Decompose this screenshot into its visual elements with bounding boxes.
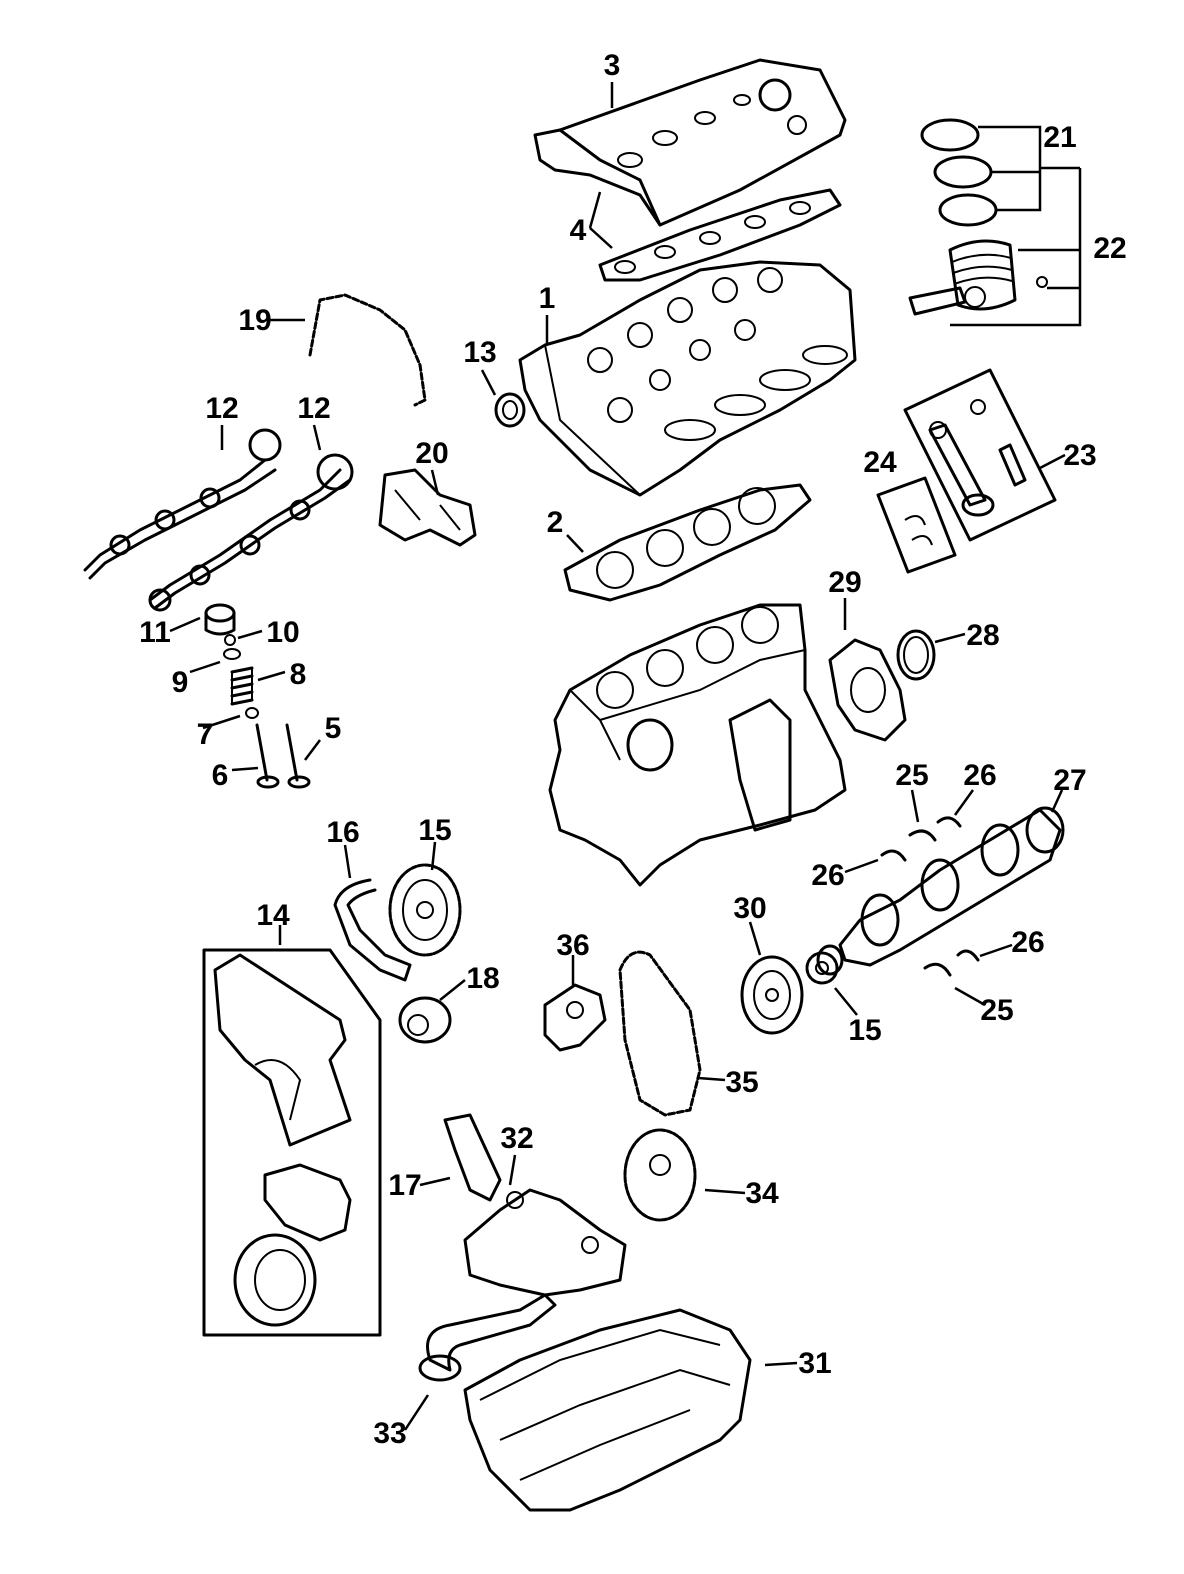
callout-25b: 25 — [980, 994, 1013, 1027]
callout-8: 8 — [290, 658, 307, 691]
callout-24: 24 — [863, 446, 897, 479]
thrust-washer-26-upper — [936, 816, 962, 828]
connecting-rod-card — [903, 368, 1057, 542]
callout-4: 4 — [570, 214, 587, 247]
callout-10: 10 — [266, 616, 299, 649]
valve-lifter — [204, 603, 236, 636]
cam-sprocket — [388, 863, 462, 957]
callout-16: 16 — [326, 816, 359, 849]
chain-tensioner — [378, 468, 477, 547]
valve-spring — [230, 666, 254, 706]
callout-34: 34 — [745, 1177, 779, 1210]
callout-15a: 15 — [418, 814, 451, 847]
callout-36: 36 — [556, 929, 589, 962]
callout-9: 9 — [172, 666, 189, 699]
oil-pan — [463, 1308, 752, 1512]
crank-sprocket — [805, 951, 839, 985]
oil-pump-baffle — [443, 1113, 502, 1202]
timing-cover-set — [202, 948, 382, 1337]
callout-12b: 12 — [297, 392, 330, 425]
rear-seal-housing — [828, 638, 907, 742]
rod-bearing-card — [876, 476, 957, 574]
oil-pump-sprocket — [623, 1128, 697, 1222]
callout-26a: 26 — [963, 759, 996, 792]
cylinder-head — [518, 260, 857, 497]
callout-13: 13 — [463, 336, 496, 369]
callout-28: 28 — [966, 619, 999, 652]
rear-main-seal — [896, 629, 936, 681]
main-bearing-25-upper — [908, 829, 937, 842]
oil-pickup-tube — [418, 1293, 557, 1382]
callout-14: 14 — [256, 899, 290, 932]
valve-cover-gasket — [598, 188, 842, 282]
timing-belt — [333, 878, 412, 982]
callout-26c: 26 — [1011, 926, 1044, 959]
belt-tensioner — [398, 996, 452, 1044]
callout-29: 29 — [828, 566, 861, 599]
camshaft-intake — [83, 428, 282, 580]
crank-pulley — [740, 955, 804, 1035]
callout-35: 35 — [725, 1066, 758, 1099]
oil-pump — [463, 1188, 627, 1297]
callout-15b: 15 — [848, 1014, 881, 1047]
camshaft-exhaust — [148, 453, 354, 612]
intake-valve — [255, 723, 280, 789]
crankshaft — [816, 806, 1065, 976]
callout-22: 22 — [1093, 232, 1126, 265]
callout-1: 1 — [539, 282, 556, 315]
exhaust-valve — [285, 723, 311, 789]
callout-30: 30 — [733, 892, 766, 925]
piston — [908, 239, 1048, 316]
engine-block — [548, 603, 847, 887]
oil-pump-chain — [618, 950, 702, 1117]
oil-pump-tensioner — [543, 983, 607, 1052]
callout-19: 19 — [238, 304, 271, 337]
callout-32: 32 — [500, 1122, 533, 1155]
cam-seal — [494, 392, 526, 428]
callout-20: 20 — [415, 437, 448, 470]
leader-lines — [169, 82, 1066, 1431]
callout-21: 21 — [1043, 121, 1076, 154]
head-gasket — [563, 483, 812, 602]
callout-18: 18 — [466, 962, 499, 995]
callout-2: 2 — [547, 506, 564, 539]
callout-7: 7 — [197, 718, 214, 751]
valve-keeper — [224, 634, 236, 646]
callout-33: 33 — [373, 1417, 406, 1450]
thrust-washer-26-lower — [956, 949, 980, 962]
callout-5: 5 — [325, 712, 342, 745]
callout-31: 31 — [798, 1347, 831, 1380]
main-bearing-25-lower — [923, 962, 952, 977]
callout-6: 6 — [212, 759, 229, 792]
callout-12a: 12 — [205, 392, 238, 425]
upper-timing-chain — [308, 293, 427, 407]
callout-26b: 26 — [811, 859, 844, 892]
callout-labels: 3 21 4 22 1 19 13 12 12 20 24 23 2 29 28… — [139, 49, 1127, 1450]
callout-25a: 25 — [895, 759, 928, 792]
thrust-washer-26-left — [880, 849, 907, 862]
callout-27: 27 — [1053, 764, 1086, 797]
callout-11: 11 — [139, 616, 171, 649]
callout-3: 3 — [604, 49, 621, 82]
valve-cover — [533, 58, 847, 227]
callout-23: 23 — [1063, 439, 1096, 472]
valve-seal — [245, 707, 259, 719]
valve-spring-retainer — [223, 648, 241, 660]
callout-17: 17 — [388, 1169, 421, 1202]
piston-rings — [920, 118, 998, 227]
